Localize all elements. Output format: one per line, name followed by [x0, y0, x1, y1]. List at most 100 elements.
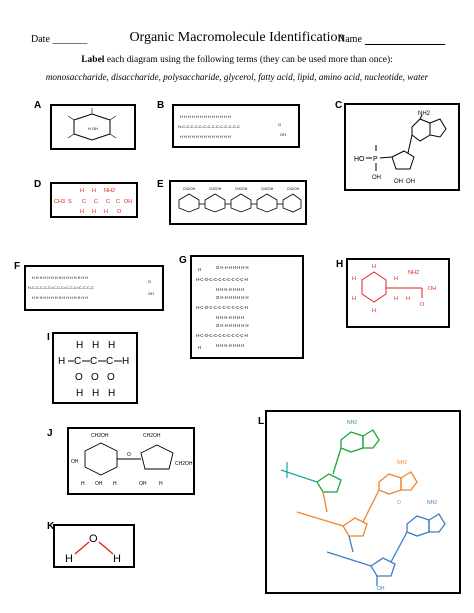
svg-text:O H H H H H H H: O H H H H H H H [216, 265, 249, 270]
svg-text:OH: OH [139, 481, 147, 487]
svg-text:H: H [108, 340, 115, 351]
d-h4-text: H [92, 209, 96, 215]
k-h2-text: H [113, 553, 121, 565]
svg-text:NH2: NH2 [397, 460, 407, 466]
svg-text:H H H H H H H: H H H H H H H [216, 315, 244, 320]
c-oh-text: OH [372, 175, 381, 181]
svg-text:C: C [94, 199, 98, 205]
j-o-text: O [127, 452, 131, 458]
svg-text:H H H H H H H H H H H H H H H: H H H H H H H H H H H H H H H [32, 276, 88, 280]
d-h1-text: H [80, 188, 84, 194]
svg-text:H: H [372, 264, 376, 270]
diagram-c-nucleotide: NH2 HO P OH OH OH [344, 103, 460, 191]
diagram-label-a: A [34, 100, 42, 111]
dna-strand-drawing: NH2 NH2 O NH2 OH [280, 420, 446, 592]
term-list: monosaccharide, disaccharide, polysaccha… [45, 72, 429, 82]
diagram-k-water: H O H [53, 524, 135, 568]
d-ch3-text: CH3 [54, 199, 65, 205]
instructions: Label each diagram using the following t… [0, 55, 474, 65]
diagram-label-b: B [157, 100, 165, 111]
diagram-label-h: H [336, 259, 344, 270]
h-nh2-text: NH2 [408, 270, 419, 276]
svg-text:OH: OH [148, 292, 154, 296]
diagram-label-e: E [157, 179, 164, 190]
svg-text:NH2: NH2 [427, 500, 437, 506]
svg-text:C: C [82, 199, 86, 205]
svg-text:H: H [122, 356, 129, 367]
diagram-g-lipid: H O H H H H H H H H-C-O-C-C-C-C-C-C-C-C-H… [190, 255, 304, 359]
svg-text:O H H H H H H H: O H H H H H H H [216, 323, 249, 328]
svg-text:H H H H H H H: H H H H H H H [216, 343, 244, 348]
svg-text:H OH: H OH [88, 126, 98, 131]
svg-text:OH: OH [95, 481, 103, 487]
d-h3-text: H [80, 209, 84, 215]
diagram-label-i: I [47, 332, 50, 343]
name-line [365, 44, 445, 45]
c-oh2-text: OH [394, 179, 403, 185]
svg-text:H: H [406, 296, 410, 302]
triglyceride-drawing: H O H H H H H H H H-C-O-C-C-C-C-C-C-C-C-H… [196, 265, 249, 350]
name-label: Name [338, 34, 362, 45]
svg-text:O: O [148, 280, 151, 284]
svg-text:O: O [107, 372, 115, 383]
svg-text:C: C [74, 356, 81, 367]
svg-text:C: C [106, 199, 110, 205]
diagram-label-l: L [258, 416, 265, 427]
instructions-text: each diagram using the following terms (… [104, 55, 393, 65]
c-oh3-text: OH [406, 179, 415, 185]
svg-text:C: C [90, 356, 97, 367]
svg-text:CH2OH: CH2OH [261, 187, 274, 191]
unsaturated-fatty-acid-drawing: H H H H H H H H H H H H H H H H-C-C-C-C-… [28, 276, 154, 300]
i-o-text: O [75, 372, 83, 383]
svg-text:H-C-O-C-C-C-C-C-C-C-C-H: H-C-O-C-C-C-C-C-C-C-C-H [196, 333, 248, 338]
diagram-label-d: D [34, 179, 42, 190]
svg-text:H: H [92, 388, 99, 399]
svg-text:H H H H H H H H H H H H H: H H H H H H H H H H H H H [180, 134, 231, 139]
svg-text:H: H [113, 481, 117, 487]
svg-text:H: H [76, 340, 83, 351]
page-title: Organic Macromolecule Identification [129, 30, 345, 45]
d-o-text: O [117, 209, 122, 215]
l-o-text: O [397, 500, 401, 506]
svg-text:H: H [198, 345, 201, 350]
svg-text:H: H [394, 276, 398, 282]
svg-text:H: H [76, 388, 83, 399]
diagram-label-g: G [179, 255, 187, 266]
instructions-bold: Label [81, 55, 105, 65]
k-o-text: O [89, 533, 98, 545]
h-oh-text: OH [428, 286, 436, 292]
svg-text:CH2OH: CH2OH [175, 461, 193, 467]
d-oh-text: OH [124, 199, 132, 205]
svg-text:CH2OH: CH2OH [209, 187, 222, 191]
svg-text:H: H [108, 388, 115, 399]
j-ch2oh-text: CH2OH [91, 433, 109, 439]
svg-text:OH: OH [377, 586, 385, 592]
fatty-acid-chain-drawing: H H H H H H H H H H H H H H-C-C-C-C-C-C-… [178, 114, 286, 139]
diagram-b-fatty-acid: H H H H H H H H H H H H H H-C-C-C-C-C-C-… [172, 104, 300, 148]
svg-text:O H H H H H H H: O H H H H H H H [216, 295, 249, 300]
diagram-l-nucleic-acid: NH2 NH2 O NH2 OH [265, 410, 461, 594]
svg-text:H H H H H H H H H H H H H: H H H H H H H H H H H H H [180, 114, 231, 119]
svg-text:H: H [372, 308, 376, 314]
svg-text:H: H [92, 340, 99, 351]
svg-text:CH2OH: CH2OH [287, 187, 300, 191]
svg-text:CH2OH: CH2OH [235, 187, 248, 191]
diagram-f-fatty-acid: H H H H H H H H H H H H H H H H-C-C-C-C-… [24, 265, 164, 311]
c-p-text: P [373, 156, 378, 163]
svg-text:H: H [352, 296, 356, 302]
d-nh2-text: NH2 [104, 188, 115, 194]
d-h5-text: H [104, 209, 108, 215]
svg-text:H: H [394, 296, 398, 302]
k-h1-text: H [65, 553, 73, 565]
diagram-label-c: C [335, 100, 343, 111]
svg-text:H: H [81, 481, 85, 487]
glucose-ring-drawing: H OH [67, 108, 117, 141]
svg-text:C: C [116, 199, 120, 205]
svg-text:H H H H H H H: H H H H H H H [216, 287, 244, 292]
